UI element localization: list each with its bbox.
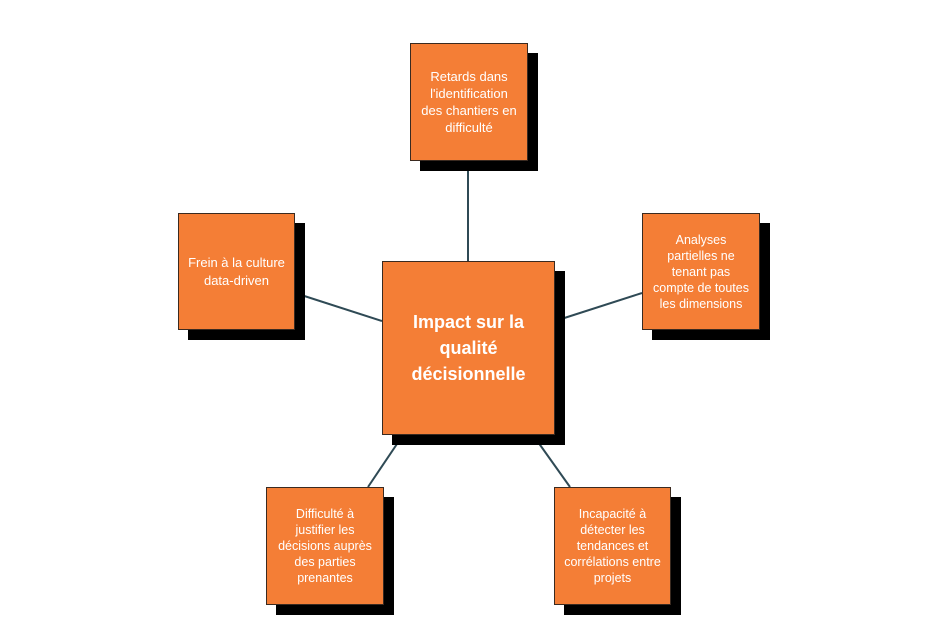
node-right-partial-analyses: Analyses partielles ne tenant pas compte…: [642, 213, 760, 330]
node-left-data-culture: Frein à la culture data-driven: [178, 213, 295, 330]
connector-bottom-right: [532, 434, 571, 488]
node-bottom-left-justify-decisions: Difficulté à justifier les décisions aup…: [266, 487, 384, 605]
node-top-label: Retards dans l'identification des chanti…: [421, 68, 517, 136]
node-bottom-right-label: Incapacité à détecter les tendances et c…: [564, 507, 661, 585]
connector-bottom-left: [367, 434, 404, 488]
node-left-label: Frein à la culture data-driven: [188, 255, 285, 288]
node-center-label: Impact sur la qualité décisionnelle: [411, 311, 526, 385]
node-right-label: Analyses partielles ne tenant pas compte…: [653, 232, 749, 311]
connector-left: [294, 292, 383, 322]
node-bottom-right-detect-trends: Incapacité à détecter les tendances et c…: [554, 487, 671, 605]
node-bottom-left-label: Difficulté à justifier les décisions aup…: [278, 507, 372, 585]
node-top-delays: Retards dans l'identification des chanti…: [410, 43, 528, 161]
node-center-decision-quality: Impact sur la qualité décisionnelle: [382, 261, 555, 435]
connector-right: [554, 292, 643, 322]
